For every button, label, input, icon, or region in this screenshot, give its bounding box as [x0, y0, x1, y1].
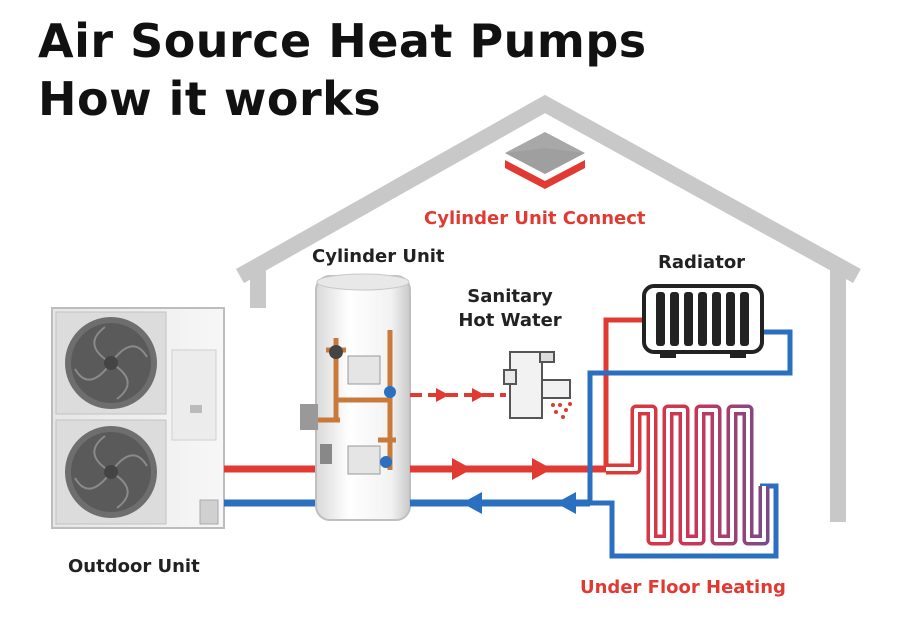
arrow-cold-1 — [462, 492, 482, 514]
arrow-hot-1 — [452, 458, 472, 480]
radiator-illustration — [642, 284, 764, 358]
pipe-radiator-flow — [603, 317, 650, 469]
label-cylinder-unit: Cylinder Unit — [312, 246, 445, 267]
house-outline — [236, 94, 861, 284]
arrow-dhw-2 — [472, 388, 485, 402]
label-outdoor-unit: Outdoor Unit — [68, 556, 200, 577]
label-sanitary: Sanitary — [467, 286, 553, 307]
arrow-dhw-1 — [436, 388, 449, 402]
arrow-cold-2 — [556, 492, 576, 514]
pipe-ufh-return — [590, 483, 779, 559]
arrow-hot-2 — [532, 458, 552, 480]
stacked-layers-icon — [505, 132, 585, 189]
page-title-line1: Air Source Heat Pumps — [38, 14, 647, 68]
page-title-line2: How it works — [38, 72, 382, 126]
label-hot-water: Hot Water — [458, 310, 562, 331]
label-under-floor-heating: Under Floor Heating — [580, 577, 786, 598]
ufh-coil-inner — [606, 408, 766, 542]
label-cylinder-unit-connect: Cylinder Unit Connect — [424, 208, 646, 229]
outdoor-unit-illustration — [51, 307, 225, 529]
tap-illustration — [503, 351, 572, 419]
label-radiator: Radiator — [658, 252, 746, 273]
cylinder-unit-illustration — [300, 273, 411, 521]
pipe-radiator-return — [587, 329, 793, 503]
